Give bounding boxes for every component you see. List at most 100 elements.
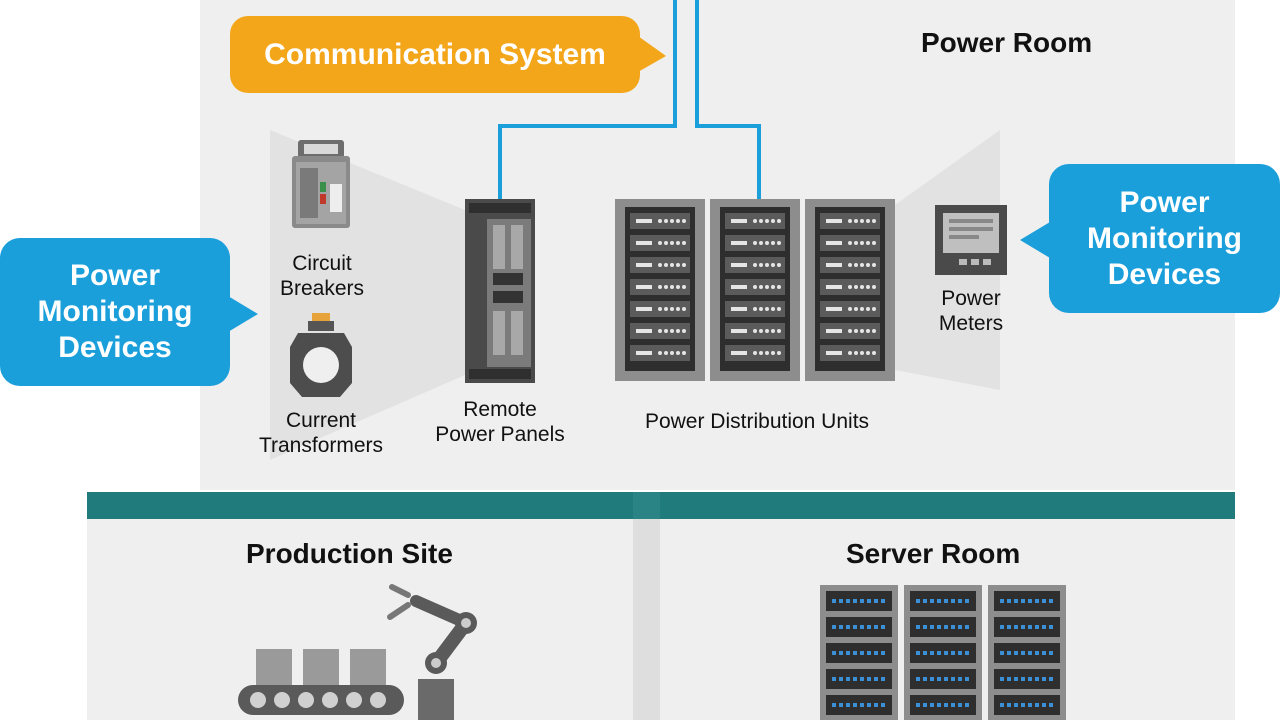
pdu-indicator bbox=[826, 329, 842, 333]
server-led bbox=[1000, 703, 1004, 707]
current-transformer-icon bbox=[290, 313, 352, 397]
callout-left-tail bbox=[228, 296, 258, 332]
remote-power-panels-line-1: Remote bbox=[463, 398, 537, 421]
pdu-led bbox=[866, 351, 870, 355]
server-led bbox=[1028, 625, 1032, 629]
server-led bbox=[930, 599, 934, 603]
pdu-led bbox=[777, 285, 781, 289]
server-led bbox=[916, 703, 920, 707]
pdu-led bbox=[771, 285, 775, 289]
pdu-led bbox=[664, 241, 668, 245]
pdu-led bbox=[753, 329, 757, 333]
wire-to-pdu bbox=[757, 124, 761, 202]
pdu-indicator bbox=[636, 329, 652, 333]
pdu-led bbox=[872, 219, 876, 223]
pdu-led bbox=[777, 241, 781, 245]
server-led bbox=[1007, 625, 1011, 629]
pdu-led bbox=[670, 329, 674, 333]
server-led bbox=[937, 677, 941, 681]
pdu-led bbox=[664, 285, 668, 289]
server-led bbox=[874, 599, 878, 603]
pdu-indicator bbox=[731, 241, 747, 245]
server-led bbox=[853, 625, 857, 629]
pdu-led bbox=[777, 329, 781, 333]
server-unit bbox=[826, 669, 892, 689]
server-led bbox=[916, 677, 920, 681]
callout-right-line-3: Devices bbox=[1107, 257, 1222, 291]
server-unit bbox=[826, 643, 892, 663]
server-led bbox=[832, 625, 836, 629]
server-led bbox=[951, 651, 955, 655]
pdu-indicator bbox=[826, 307, 842, 311]
callout-left-line-1: Power bbox=[69, 259, 160, 292]
pdu-led bbox=[670, 263, 674, 267]
pdu-led bbox=[866, 263, 870, 267]
pdu-led bbox=[872, 241, 876, 245]
circuit-breaker-icon bbox=[292, 140, 350, 228]
server-led bbox=[874, 651, 878, 655]
pdu-led bbox=[753, 263, 757, 267]
server-unit bbox=[994, 617, 1060, 637]
server-led bbox=[1000, 677, 1004, 681]
server-led bbox=[867, 677, 871, 681]
pdu-led bbox=[753, 285, 757, 289]
pdu-led bbox=[658, 263, 662, 267]
server-led bbox=[1000, 625, 1004, 629]
server-led bbox=[867, 625, 871, 629]
pdu-led bbox=[848, 285, 852, 289]
pdu-led bbox=[866, 307, 870, 311]
remote-power-panel-icon bbox=[465, 199, 535, 383]
power-room-heading: Power Room bbox=[921, 27, 1093, 58]
pdu-led bbox=[676, 263, 680, 267]
power-meters-line-2: Meters bbox=[938, 312, 1004, 336]
server-unit bbox=[994, 643, 1060, 663]
pdu-led bbox=[854, 285, 858, 289]
server-led bbox=[839, 599, 843, 603]
pdu-indicator bbox=[826, 285, 842, 289]
pdu-led bbox=[771, 219, 775, 223]
pdu-indicator bbox=[731, 219, 747, 223]
server-led bbox=[860, 651, 864, 655]
pdu-indicator bbox=[636, 351, 652, 355]
server-led bbox=[1007, 703, 1011, 707]
server-led bbox=[881, 625, 885, 629]
server-led bbox=[1035, 703, 1039, 707]
server-led bbox=[916, 651, 920, 655]
power-monitoring-devices-callout-right: Power Monitoring Devices bbox=[1049, 164, 1280, 313]
wire-horizontal-left bbox=[498, 124, 677, 128]
server-led bbox=[965, 677, 969, 681]
server-unit bbox=[826, 591, 892, 611]
pdu-led bbox=[753, 307, 757, 311]
remote-power-panels-line-2: Power Panels bbox=[435, 423, 565, 447]
pdu-indicator bbox=[731, 285, 747, 289]
pdu-led bbox=[854, 219, 858, 223]
pdu-led bbox=[765, 219, 769, 223]
pdu-led bbox=[854, 263, 858, 267]
server-led bbox=[923, 703, 927, 707]
pdu-indicator bbox=[826, 351, 842, 355]
pdu-led bbox=[682, 219, 686, 223]
pdu-led bbox=[658, 219, 662, 223]
server-led bbox=[853, 703, 857, 707]
pdu-indicator bbox=[826, 241, 842, 245]
pdu-led bbox=[872, 263, 876, 267]
pdu-led bbox=[658, 329, 662, 333]
server-led bbox=[965, 703, 969, 707]
power-meter-icon bbox=[935, 205, 1007, 275]
pdu-led bbox=[682, 285, 686, 289]
pdu-led bbox=[771, 329, 775, 333]
wire-horizontal-right bbox=[695, 124, 761, 128]
server-led bbox=[1021, 625, 1025, 629]
pdu-led bbox=[676, 285, 680, 289]
server-led bbox=[832, 599, 836, 603]
current-transformers-label: Current Transformers bbox=[245, 408, 397, 458]
server-led bbox=[1014, 651, 1018, 655]
server-led bbox=[965, 599, 969, 603]
pdu-led bbox=[860, 329, 864, 333]
server-led bbox=[839, 677, 843, 681]
pdu-led bbox=[872, 329, 876, 333]
pdu-led bbox=[682, 351, 686, 355]
pdu-indicator bbox=[636, 307, 652, 311]
wire-vertical-main-2 bbox=[695, 0, 699, 127]
server-led bbox=[958, 625, 962, 629]
